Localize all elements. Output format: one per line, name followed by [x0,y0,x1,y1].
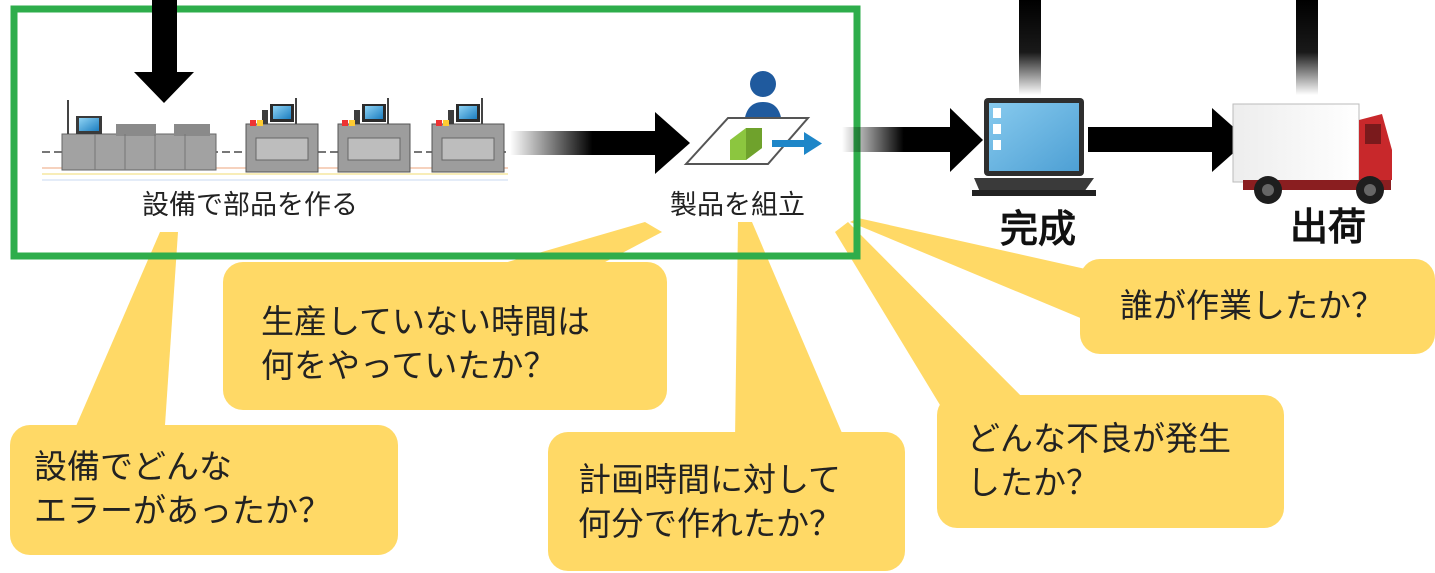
production-line-icon [42,98,508,181]
milestone-label-ship: 出荷 [1290,205,1367,249]
callout-line: 計画時間に対して [578,460,842,499]
callout-line: どんな不良が発生 [967,419,1231,458]
input-line-ship [1296,0,1318,95]
callout-defects: どんな不良が発生 したか？ [937,395,1284,528]
callout-line: 生産していない時間は [261,302,591,341]
callout-line: 設備でどんな [34,447,232,486]
flow-arrow-assembly-to-complete [842,108,983,172]
pointer-defects [835,222,1030,405]
callout-line: エラーがあったか？ [34,490,331,530]
pointer-equipment-error [70,232,178,440]
stage-label-make-parts: 設備で部品を作る [142,190,358,221]
milestone-label-complete: 完成 [1000,207,1077,251]
input-arrow [134,0,194,103]
callout-line: したか？ [967,462,1099,502]
pointer-plan-vs-actual [735,222,845,440]
callout-who-worked: 誰が作業したか？ [1080,259,1435,354]
delivery-truck-icon [1232,103,1392,204]
callout-line: 何をやっていたか？ [261,345,557,385]
callout-plan-vs-actual: 計画時間に対して 何分で作れたか？ [548,432,905,571]
stage-label-assemble: 製品を組立 [670,190,805,221]
flow-arrow-complete-to-ship [1088,108,1248,172]
pointer-who-worked [850,218,1090,322]
callout-equipment-error: 設備でどんな エラーがあったか？ [10,425,398,555]
callout-line: 誰が作業したか？ [1120,286,1384,325]
laptop-icon [972,98,1096,196]
input-line-complete [1019,0,1041,95]
flow-arrow-parts-to-assembly [510,112,690,174]
callout-line: 何分で作れたか？ [578,503,842,543]
callout-idle-time: 生産していない時間は 何をやっていたか？ [223,262,667,410]
worker-icon [683,71,822,165]
